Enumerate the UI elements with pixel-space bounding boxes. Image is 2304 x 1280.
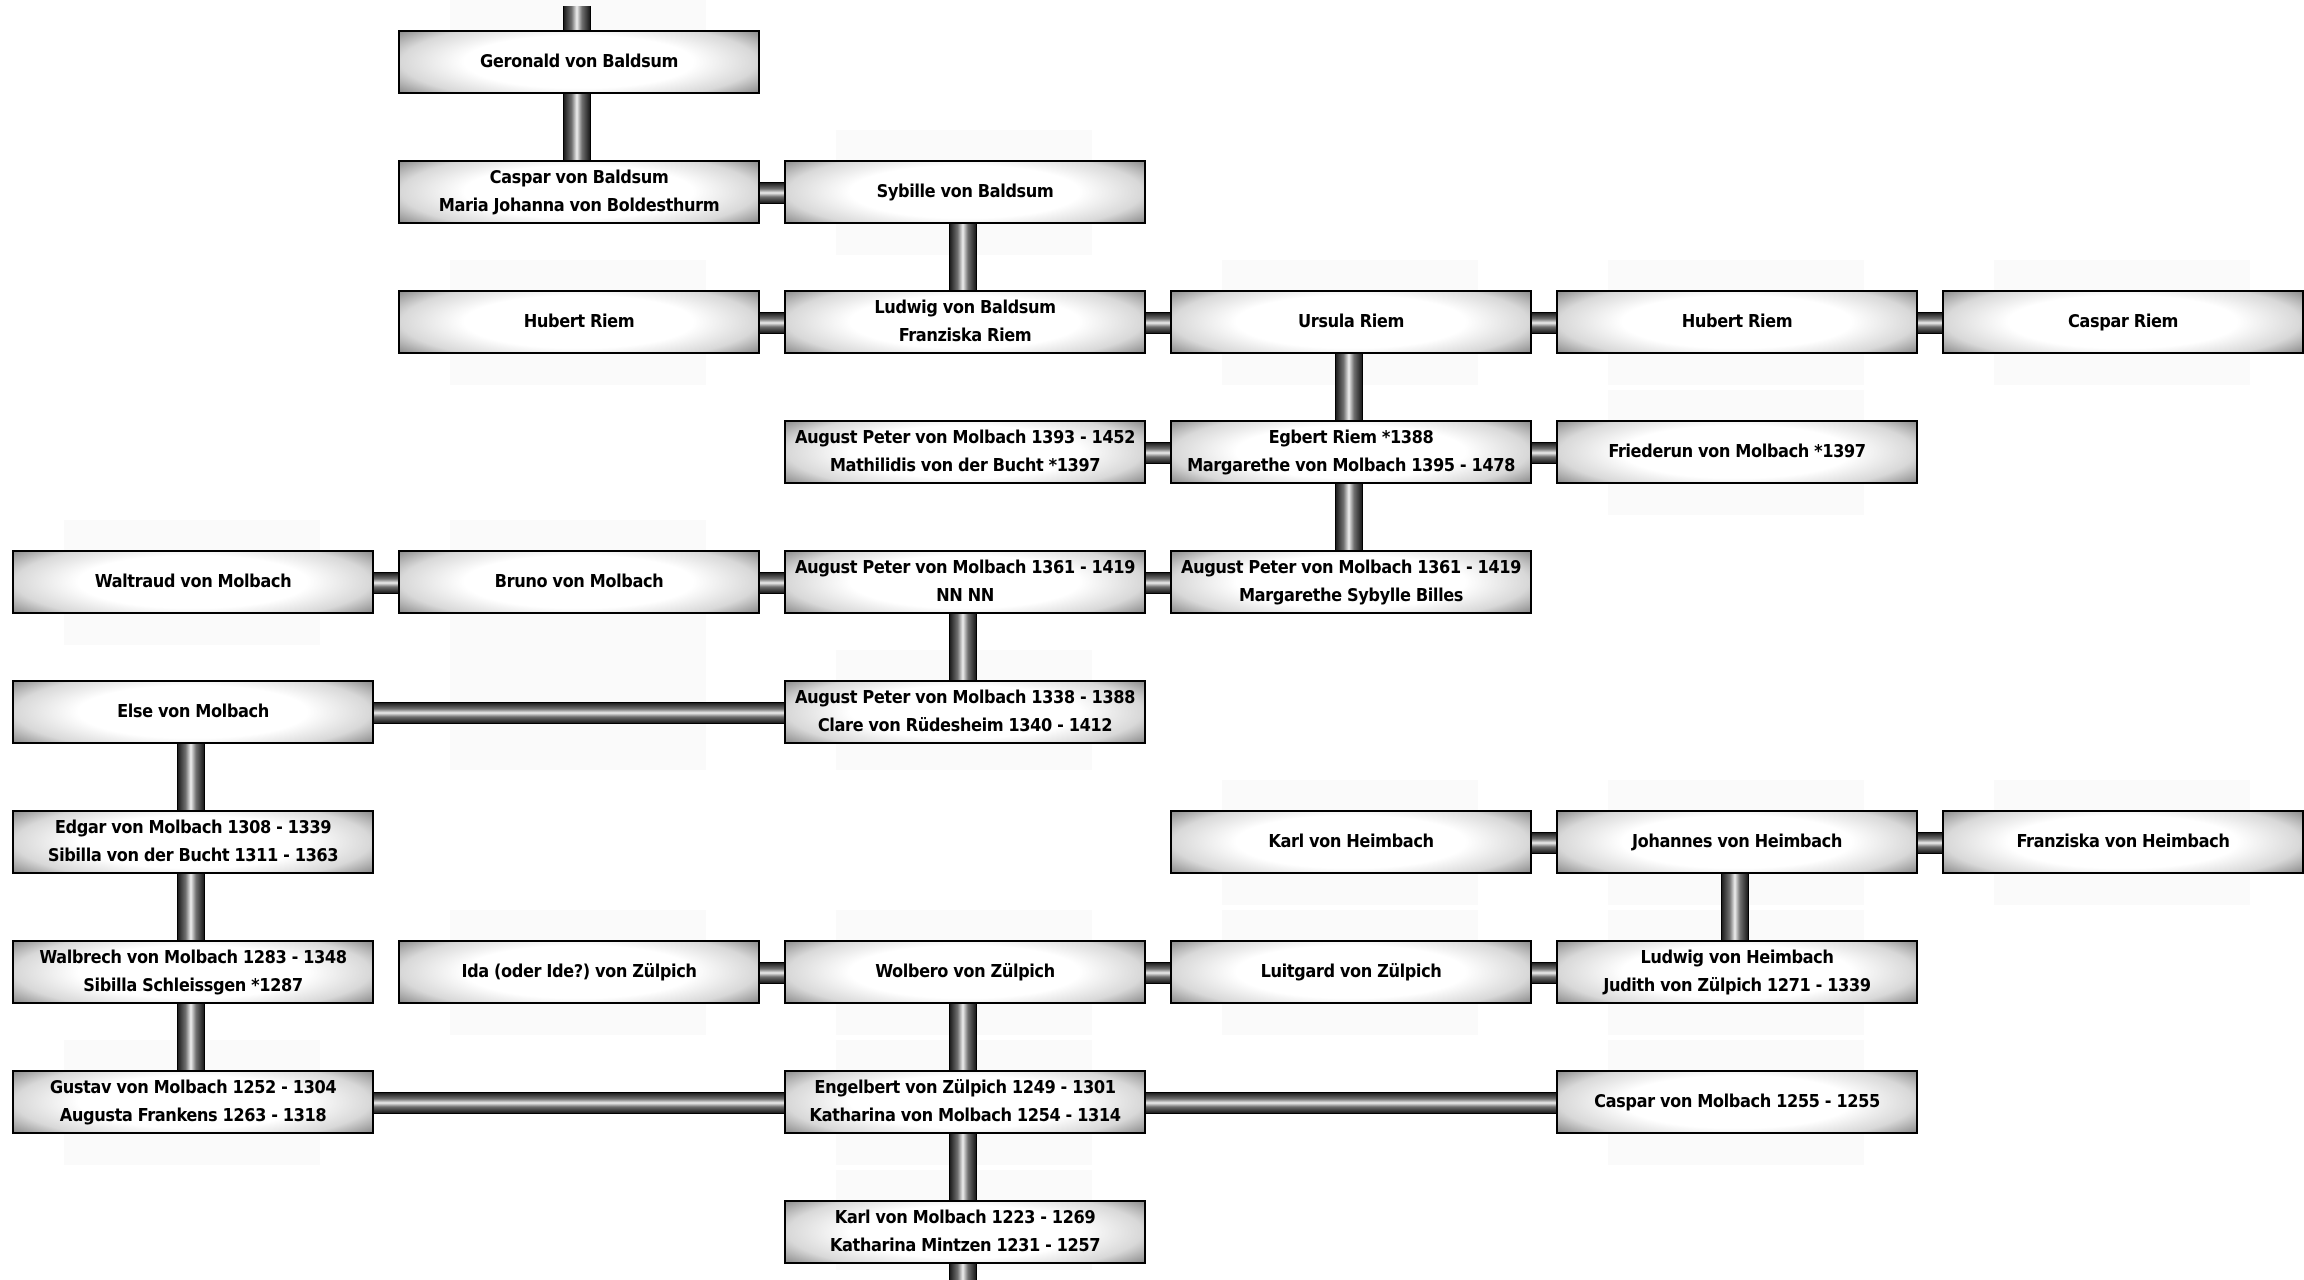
person-box-august-peter-1393[interactable]: August Peter von Molbach 1393 - 1452 Mat… xyxy=(784,420,1146,484)
person-name: August Peter von Molbach 1393 - 1452 xyxy=(794,427,1136,448)
person-name: Johannes von Heimbach xyxy=(1632,831,1842,852)
person-box-bruno[interactable]: Bruno von Molbach xyxy=(398,550,760,614)
person-box-hubert-riem[interactable]: Hubert Riem xyxy=(398,290,760,354)
person-box-engelbert[interactable]: Engelbert von Zülpich 1249 - 1301 Kathar… xyxy=(784,1070,1146,1134)
person-name: Bruno von Molbach xyxy=(494,571,664,592)
spouse-name: Mathilidis von der Bucht *1397 xyxy=(829,455,1101,476)
person-box-franziska-von-heimbach[interactable]: Franziska von Heimbach xyxy=(1942,810,2304,874)
connector-vertical xyxy=(177,1004,205,1076)
person-box-caspar-riem[interactable]: Caspar Riem xyxy=(1942,290,2304,354)
connector-vertical xyxy=(177,744,205,816)
person-box-ida[interactable]: Ida (oder Ide?) von Zülpich xyxy=(398,940,760,1004)
person-name: Franziska von Heimbach xyxy=(2016,831,2230,852)
person-box-sybille[interactable]: Sybille von Baldsum xyxy=(784,160,1146,224)
person-box-wolbero[interactable]: Wolbero von Zülpich xyxy=(784,940,1146,1004)
person-box-waltraud[interactable]: Waltraud von Molbach xyxy=(12,550,374,614)
person-box-ludwig-von-baldsum[interactable]: Ludwig von Baldsum Franziska Riem xyxy=(784,290,1146,354)
person-name: Luitgard von Zülpich xyxy=(1260,961,1442,982)
connector-vertical xyxy=(1721,874,1749,946)
connector-horizontal xyxy=(1140,1092,1566,1114)
person-box-johannes-von-heimbach[interactable]: Johannes von Heimbach xyxy=(1556,810,1918,874)
person-name: Karl von Molbach 1223 - 1269 xyxy=(834,1207,1096,1228)
person-name: Wolbero von Zülpich xyxy=(875,961,1055,982)
person-name: Else von Molbach xyxy=(117,701,269,722)
connector-vertical xyxy=(563,94,591,166)
connector-horizontal xyxy=(368,1092,794,1114)
spouse-name: Margarethe Sybylle Billes xyxy=(1238,585,1464,606)
person-box-geronald[interactable]: Geronald von Baldsum xyxy=(398,30,760,94)
person-name: Waltraud von Molbach xyxy=(94,571,292,592)
spouse-name: Sibilla von der Bucht 1311 - 1363 xyxy=(47,845,339,866)
person-box-egbert-riem[interactable]: Egbert Riem *1388 Margarethe von Molbach… xyxy=(1170,420,1532,484)
person-name: Caspar von Molbach 1255 - 1255 xyxy=(1594,1091,1880,1112)
spouse-name: Judith von Zülpich 1271 - 1339 xyxy=(1603,975,1871,996)
person-box-luitgard[interactable]: Luitgard von Zülpich xyxy=(1170,940,1532,1004)
connector-vertical xyxy=(1335,484,1363,556)
spouse-name: Franziska Riem xyxy=(898,325,1032,346)
person-box-walbrech[interactable]: Walbrech von Molbach 1283 - 1348 Sibilla… xyxy=(12,940,374,1004)
person-name: August Peter von Molbach 1361 - 1419 xyxy=(1180,557,1522,578)
person-name: Edgar von Molbach 1308 - 1339 xyxy=(54,817,332,838)
connector-vertical xyxy=(177,874,205,946)
spouse-name: Clare von Rüdesheim 1340 - 1412 xyxy=(817,715,1113,736)
person-name: Gustav von Molbach 1252 - 1304 xyxy=(49,1077,337,1098)
person-name: Hubert Riem xyxy=(523,311,635,332)
person-name: August Peter von Molbach 1361 - 1419 xyxy=(794,557,1136,578)
person-box-edgar[interactable]: Edgar von Molbach 1308 - 1339 Sibilla vo… xyxy=(12,810,374,874)
spouse-name: Katharina Mintzen 1231 - 1257 xyxy=(829,1235,1101,1256)
person-name: Ursula Riem xyxy=(1298,311,1404,332)
person-box-caspar-von-molbach[interactable]: Caspar von Molbach 1255 - 1255 xyxy=(1556,1070,1918,1134)
person-name: Ludwig von Heimbach xyxy=(1640,947,1834,968)
person-name: Friederun von Molbach *1397 xyxy=(1608,441,1866,462)
connector-vertical xyxy=(949,1004,977,1076)
person-name: Ludwig von Baldsum xyxy=(874,297,1056,318)
person-box-else[interactable]: Else von Molbach xyxy=(12,680,374,744)
person-name: Caspar Riem xyxy=(2067,311,2179,332)
connector-vertical xyxy=(949,224,977,296)
person-box-hubert-riem-2[interactable]: Hubert Riem xyxy=(1556,290,1918,354)
person-name: Walbrech von Molbach 1283 - 1348 xyxy=(39,947,347,968)
person-box-august-peter-1361-b[interactable]: August Peter von Molbach 1361 - 1419 Mar… xyxy=(1170,550,1532,614)
person-box-august-peter-1338[interactable]: August Peter von Molbach 1338 - 1388 Cla… xyxy=(784,680,1146,744)
connector-vertical xyxy=(949,1134,977,1206)
spouse-name: Augusta Frankens 1263 - 1318 xyxy=(59,1105,327,1126)
person-name: August Peter von Molbach 1338 - 1388 xyxy=(794,687,1136,708)
person-name: Hubert Riem xyxy=(1681,311,1793,332)
person-name: Sybille von Baldsum xyxy=(876,181,1054,202)
connector-vertical xyxy=(949,614,977,686)
person-name: Ida (oder Ide?) von Zülpich xyxy=(461,961,697,982)
connector-horizontal xyxy=(368,702,794,724)
spouse-name: Katharina von Molbach 1254 - 1314 xyxy=(809,1105,1121,1126)
person-name: Caspar von Baldsum xyxy=(489,167,669,188)
person-name: Egbert Riem *1388 xyxy=(1268,427,1434,448)
person-box-friederun[interactable]: Friederun von Molbach *1397 xyxy=(1556,420,1918,484)
spouse-name: Margarethe von Molbach 1395 - 1478 xyxy=(1187,455,1515,476)
person-box-ludwig-von-heimbach[interactable]: Ludwig von Heimbach Judith von Zülpich 1… xyxy=(1556,940,1918,1004)
person-name: Engelbert von Zülpich 1249 - 1301 xyxy=(814,1077,1116,1098)
person-box-karl-von-heimbach[interactable]: Karl von Heimbach xyxy=(1170,810,1532,874)
connector-vertical xyxy=(949,1264,977,1280)
connector-vertical xyxy=(1335,354,1363,426)
person-box-ursula-riem[interactable]: Ursula Riem xyxy=(1170,290,1532,354)
person-box-gustav[interactable]: Gustav von Molbach 1252 - 1304 Augusta F… xyxy=(12,1070,374,1134)
person-name: Karl von Heimbach xyxy=(1268,831,1434,852)
person-box-august-peter-1361-a[interactable]: August Peter von Molbach 1361 - 1419 NN … xyxy=(784,550,1146,614)
person-name: Geronald von Baldsum xyxy=(480,51,678,72)
spouse-name: Maria Johanna von Boldesthurm xyxy=(438,195,720,216)
person-box-caspar-von-baldsum[interactable]: Caspar von Baldsum Maria Johanna von Bol… xyxy=(398,160,760,224)
person-box-karl-von-molbach[interactable]: Karl von Molbach 1223 - 1269 Katharina M… xyxy=(784,1200,1146,1264)
spouse-name: NN NN xyxy=(936,585,994,606)
spouse-name: Sibilla Schleissgen *1287 xyxy=(83,975,303,996)
